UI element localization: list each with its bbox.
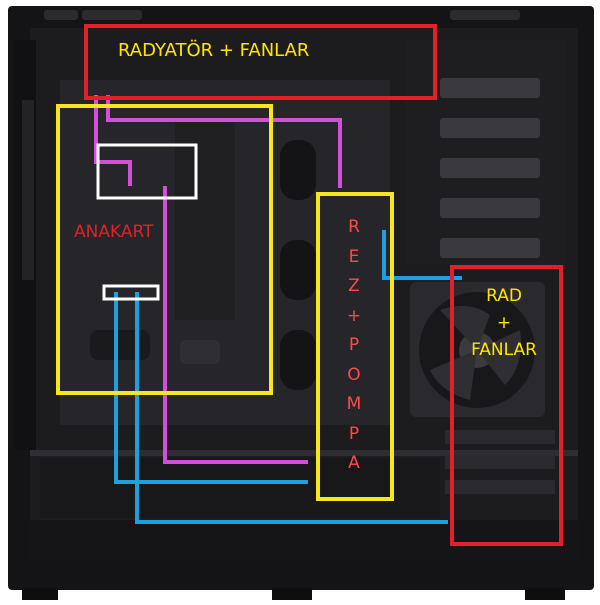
reservoir-pump-letter: E	[348, 246, 360, 267]
reservoir-pump-letter: A	[348, 453, 360, 473]
cold-loop-tubing	[114, 230, 462, 524]
side-radiator-box	[450, 265, 563, 546]
reservoir-pump-letter: P	[348, 423, 360, 444]
motherboard-box	[56, 104, 273, 395]
side-radiator-line: FANLAR	[471, 340, 537, 360]
drive-cages	[405, 40, 565, 265]
psu-area	[30, 430, 578, 566]
side-radiator-line: +	[496, 313, 512, 333]
reservoir-pump-letter: +	[346, 305, 362, 326]
reservoir-pump-letter: R	[348, 217, 360, 237]
reservoir-pump-letter: O	[347, 364, 361, 385]
gpu-block-box	[102, 284, 160, 301]
top-radiator-box	[84, 24, 437, 100]
cpu-block-box	[96, 143, 198, 200]
side-radiator-line: RAD	[486, 286, 522, 306]
reservoir-pump-letter: Z	[348, 276, 360, 296]
reservoir-pump-box	[316, 192, 394, 501]
side-radiator-label: RAD + FANLAR	[462, 283, 546, 364]
reservoir-pump-letter: M	[346, 394, 362, 414]
top-radiator-label: RADYATÖR + FANLAR	[118, 40, 310, 61]
motherboard-label: ANAKART	[74, 222, 154, 242]
reservoir-pump-letter: P	[348, 335, 360, 355]
